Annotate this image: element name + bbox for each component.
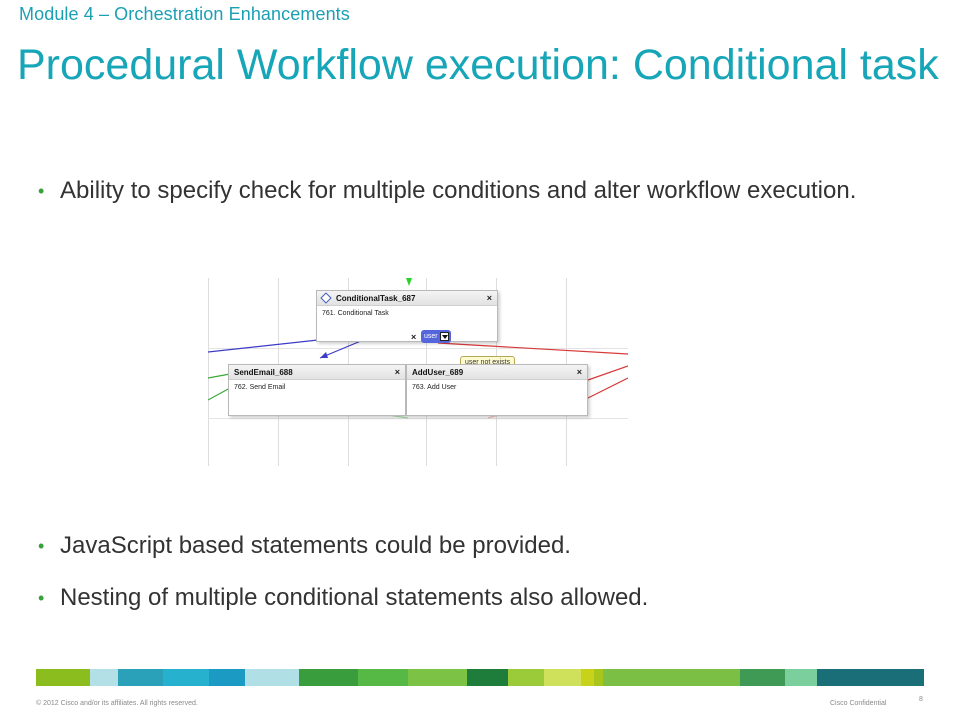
color-bar-segment — [299, 669, 359, 686]
send-email-task-step: 762. Send Email — [234, 384, 286, 391]
close-icon[interactable]: × — [576, 367, 582, 377]
color-bar-segment — [117, 669, 164, 686]
color-bar-segment — [544, 669, 581, 686]
grid-line — [208, 418, 628, 419]
color-bar-segment — [603, 669, 740, 686]
color-bar-segment — [816, 669, 925, 686]
bullet-item: Nesting of multiple conditional statemen… — [36, 583, 916, 613]
color-bar-segment — [408, 669, 468, 686]
grid-line — [208, 348, 628, 349]
grid-line — [208, 278, 209, 466]
conditional-task-name: ConditionalTask_687 — [336, 294, 416, 303]
conditional-task-node[interactable]: ConditionalTask_687 × 761. Conditional T… — [316, 290, 498, 342]
color-bar-segment — [785, 669, 817, 686]
color-bar-segment — [90, 669, 118, 686]
bullet-list-top: Ability to specify check for multiple co… — [36, 176, 916, 206]
color-bar-segment — [244, 669, 300, 686]
add-user-task-header[interactable]: AddUser_689 × — [407, 365, 587, 380]
color-bar-segment — [580, 669, 595, 686]
send-email-task-header[interactable]: SendEmail_688 × — [229, 365, 405, 380]
color-bar-segment — [163, 669, 209, 686]
confidential-label: Cisco Confidential — [830, 700, 887, 707]
user-condition-label: user — [424, 333, 438, 340]
conditional-task-step: 761. Conditional Task — [322, 310, 389, 317]
bullet-item: Ability to specify check for multiple co… — [36, 176, 916, 206]
bullet-item: JavaScript based statements could be pro… — [36, 531, 916, 561]
page-number: 8 — [919, 696, 923, 703]
conditional-diamond-icon — [320, 292, 332, 304]
copyright-text: © 2012 Cisco and/or its affiliates. All … — [36, 700, 198, 707]
color-bar-segment — [594, 669, 604, 686]
color-bar-segment — [508, 669, 545, 686]
remove-connector-icon[interactable]: × — [411, 332, 417, 342]
add-user-task-node[interactable]: AddUser_689 × 763. Add User — [406, 364, 588, 416]
close-icon[interactable]: × — [394, 367, 400, 377]
color-bar-segment — [467, 669, 509, 686]
add-user-task-name: AddUser_689 — [412, 368, 464, 377]
color-bar-segment — [36, 669, 91, 686]
send-email-task-node[interactable]: SendEmail_688 × 762. Send Email — [228, 364, 406, 416]
workflow-diagram[interactable]: ConditionalTask_687 × 761. Conditional T… — [208, 278, 628, 466]
conditional-task-header[interactable]: ConditionalTask_687 × — [317, 291, 497, 306]
color-bar-segment — [739, 669, 786, 686]
bullet-list-bottom: JavaScript based statements could be pro… — [36, 531, 916, 635]
brand-color-bar — [36, 669, 925, 686]
color-bar-segment — [358, 669, 409, 686]
module-label: Module 4 – Orchestration Enhancements — [19, 4, 350, 24]
add-user-task-step: 763. Add User — [412, 384, 457, 391]
close-icon[interactable]: × — [486, 293, 492, 303]
user-condition-chip[interactable]: user — [421, 330, 451, 343]
color-bar-segment — [208, 669, 245, 686]
send-email-task-name: SendEmail_688 — [234, 368, 293, 377]
slide-title: Procedural Workflow execution: Condition… — [17, 41, 939, 89]
chevron-down-icon[interactable] — [439, 332, 449, 341]
